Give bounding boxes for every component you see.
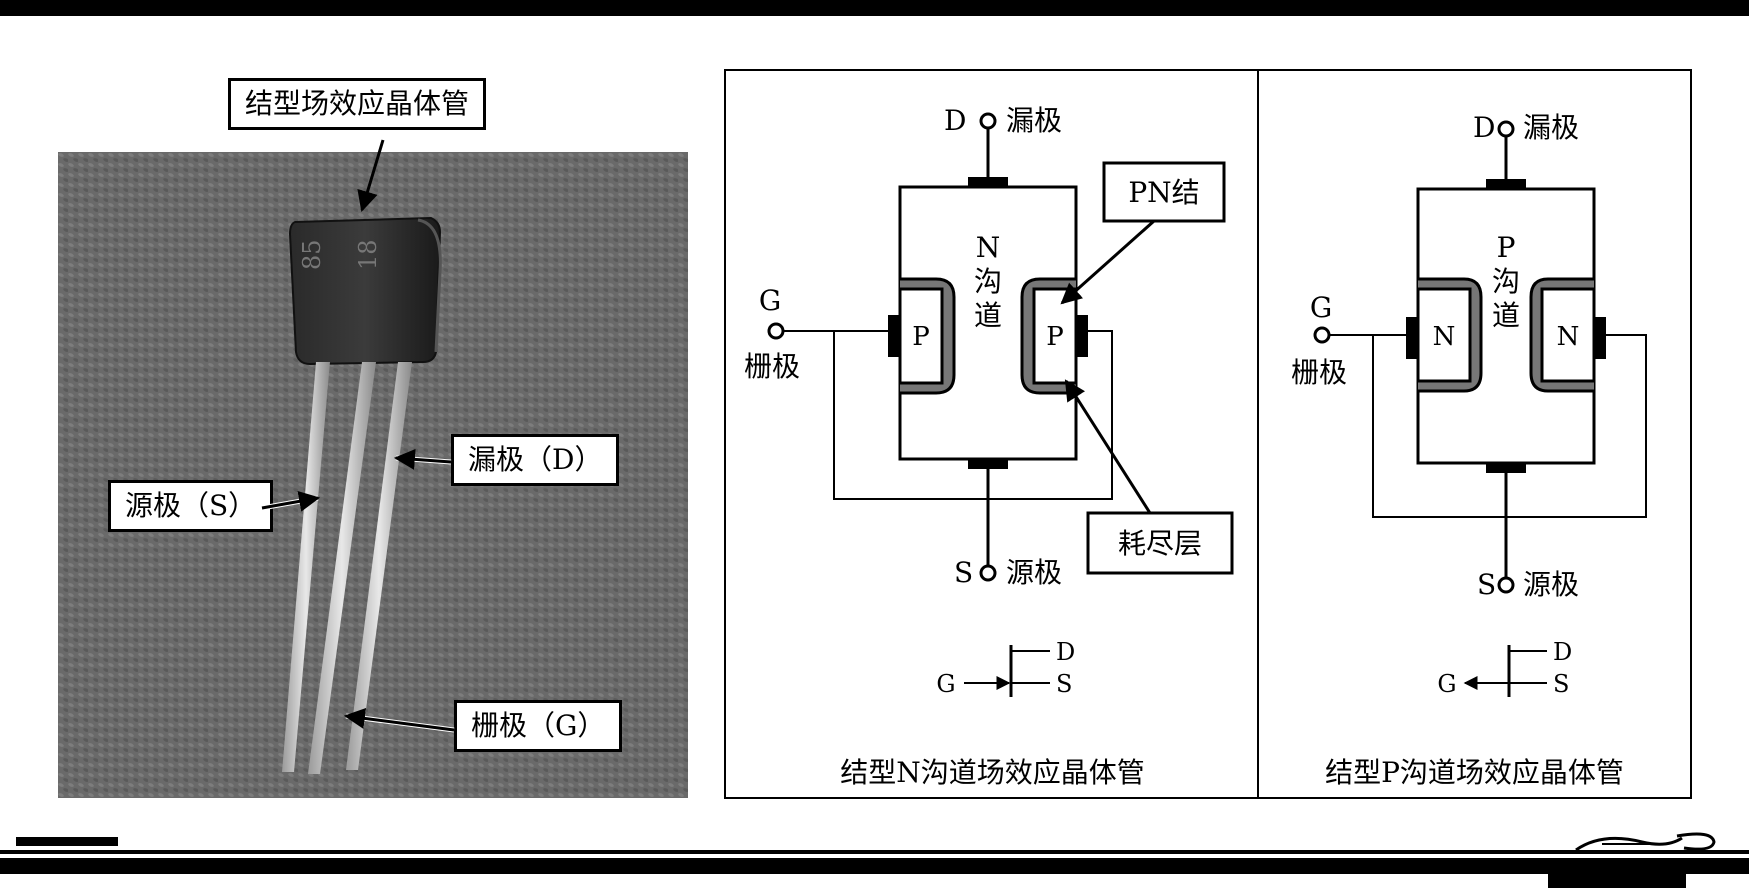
n-drain-terminal — [979, 112, 997, 130]
p-symbol-s-text: S — [1553, 670, 1569, 698]
p-gate-name-text: 栅极 — [1291, 356, 1347, 389]
n-source-terminal — [979, 564, 997, 582]
n-pn-pointer-arrow — [1060, 219, 1155, 305]
n-drain-contact — [968, 177, 1008, 187]
n-channel-panel: D 漏极 S 源极 N 沟 道 P P G 栅极 PN结 — [724, 69, 1259, 799]
p-source-terminal — [1497, 576, 1515, 594]
p-channel-char-3: 道 — [1492, 299, 1520, 332]
n-symbol-d-text: D — [1056, 638, 1075, 666]
n-channel-char-2: 沟 — [974, 265, 1002, 298]
n-channel-symbol: D S G — [936, 638, 1075, 698]
n-left-p-text: P — [912, 322, 930, 352]
p-left-gate-contact — [1406, 317, 1418, 359]
p-channel-symbol: D S G — [1437, 638, 1572, 698]
jfet-title-label: 结型场效应晶体管 — [228, 78, 487, 130]
n-depletion-box — [1086, 511, 1234, 575]
photo-pointer-arrows — [261, 139, 455, 733]
n-gate-name-text: 栅极 — [744, 350, 800, 383]
p-drain-contact — [1486, 179, 1526, 189]
n-right-p-region — [1032, 287, 1078, 385]
n-drain-pin-text: D — [944, 104, 966, 137]
n-channel-diagram: D 漏极 S 源极 N 沟 道 P P G 栅极 PN结 — [744, 104, 1234, 698]
p-symbol-g-text: G — [1437, 670, 1456, 698]
p-right-gate-contact — [1594, 317, 1606, 359]
top-border-bar — [0, 0, 1749, 16]
bottom-border-bar-thick — [0, 858, 1749, 874]
n-left-p-region — [898, 287, 944, 385]
transistor-body: 85 18 — [288, 216, 442, 366]
corner-ornament-icon — [1575, 832, 1716, 852]
p-source-name-text: 源极 — [1523, 568, 1579, 601]
n-depletion-pointer-arrow — [1064, 379, 1152, 514]
n-channel-char-1: N — [976, 231, 1001, 264]
n-right-gate-contact — [1076, 315, 1088, 357]
p-channel-caption: 结型P沟道场效应晶体管 — [1325, 756, 1624, 789]
title-pointer-arrow — [357, 139, 385, 213]
n-pn-junction-box — [1102, 161, 1226, 223]
bottom-border-bar-thin — [0, 850, 1749, 854]
svg-text:18: 18 — [354, 239, 382, 270]
p-symbol-d-text: D — [1553, 638, 1572, 666]
n-depletion-text: 耗尽层 — [1118, 527, 1202, 560]
n-source-contact — [968, 459, 1008, 469]
n-symbol-s-text: S — [1056, 670, 1072, 698]
bottom-corner-block — [1548, 874, 1686, 888]
n-channel-char-3: 道 — [974, 299, 1002, 332]
n-source-pin-text: S — [954, 556, 973, 589]
drain-label: 漏极（D） — [451, 434, 620, 486]
n-pn-junction-text: PN结 — [1128, 176, 1199, 209]
p-source-contact — [1486, 463, 1526, 473]
p-drain-pin-text: D — [1473, 111, 1495, 144]
n-channel-caption: 结型N沟道场效应晶体管 — [840, 756, 1145, 789]
p-channel-panel: D 漏极 S 源极 P 沟 道 N N G 栅极 — [1257, 69, 1692, 799]
p-source-pin-text: S — [1477, 568, 1496, 601]
p-right-n-text: N — [1557, 322, 1580, 352]
n-symbol-g-text: G — [936, 670, 955, 698]
gate-label: 栅极（G） — [454, 700, 623, 752]
n-drain-name-text: 漏极 — [1006, 104, 1062, 137]
p-gate-terminal — [1313, 326, 1331, 344]
n-right-p-text: P — [1046, 322, 1064, 352]
bottom-accent-bar — [16, 837, 118, 846]
p-left-n-text: N — [1433, 322, 1456, 352]
p-channel-char-1: P — [1497, 231, 1516, 264]
n-gate-loop-wire — [833, 330, 1113, 500]
n-gate-pin-text: G — [759, 284, 781, 317]
n-gate-terminal — [767, 322, 785, 340]
p-drain-terminal — [1497, 120, 1515, 138]
p-drain-name-text: 漏极 — [1523, 111, 1579, 144]
p-gate-pin-text: G — [1310, 291, 1332, 324]
p-gate-loop-wire — [1372, 334, 1647, 518]
p-channel-diagram: D 漏极 S 源极 P 沟 道 N N G 栅极 — [1291, 111, 1647, 698]
n-source-name-text: 源极 — [1006, 556, 1062, 589]
p-channel-char-2: 沟 — [1492, 265, 1520, 298]
svg-text:85: 85 — [298, 239, 326, 270]
n-left-gate-contact — [888, 315, 900, 357]
p-left-n-region — [1416, 287, 1472, 383]
